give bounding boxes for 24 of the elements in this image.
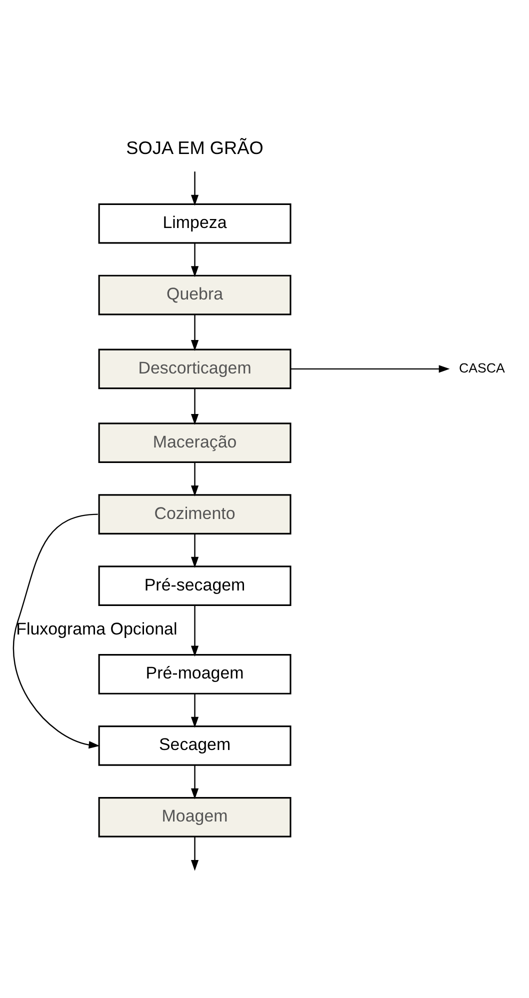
arrow [190, 462, 199, 496]
node-box: Maceração [98, 422, 292, 463]
arrow [12, 514, 100, 749]
node-box: Limpeza [98, 203, 292, 244]
arrow [190, 314, 199, 351]
edge-label: Fluxograma Opcional [16, 619, 178, 638]
node-text: SOJA EM GRÃO [126, 138, 264, 158]
node-box: Pré-moagem [98, 654, 292, 694]
arrow [190, 172, 199, 206]
arrow [190, 694, 199, 728]
node-text: CASCA [458, 360, 505, 376]
arrow [190, 605, 199, 657]
node-box: Cozimento [98, 494, 292, 534]
node-box: Descorticagem [98, 348, 292, 390]
arrow [190, 534, 199, 568]
arrow [190, 836, 199, 871]
arrow [190, 243, 199, 278]
arrow [290, 365, 450, 373]
node-box: Moagem [98, 797, 292, 838]
node-box: Secagem [98, 726, 292, 766]
node-box: Quebra [98, 274, 292, 316]
node-box: Pré-secagem [98, 566, 292, 606]
arrow [190, 388, 199, 425]
arrow [190, 765, 199, 800]
